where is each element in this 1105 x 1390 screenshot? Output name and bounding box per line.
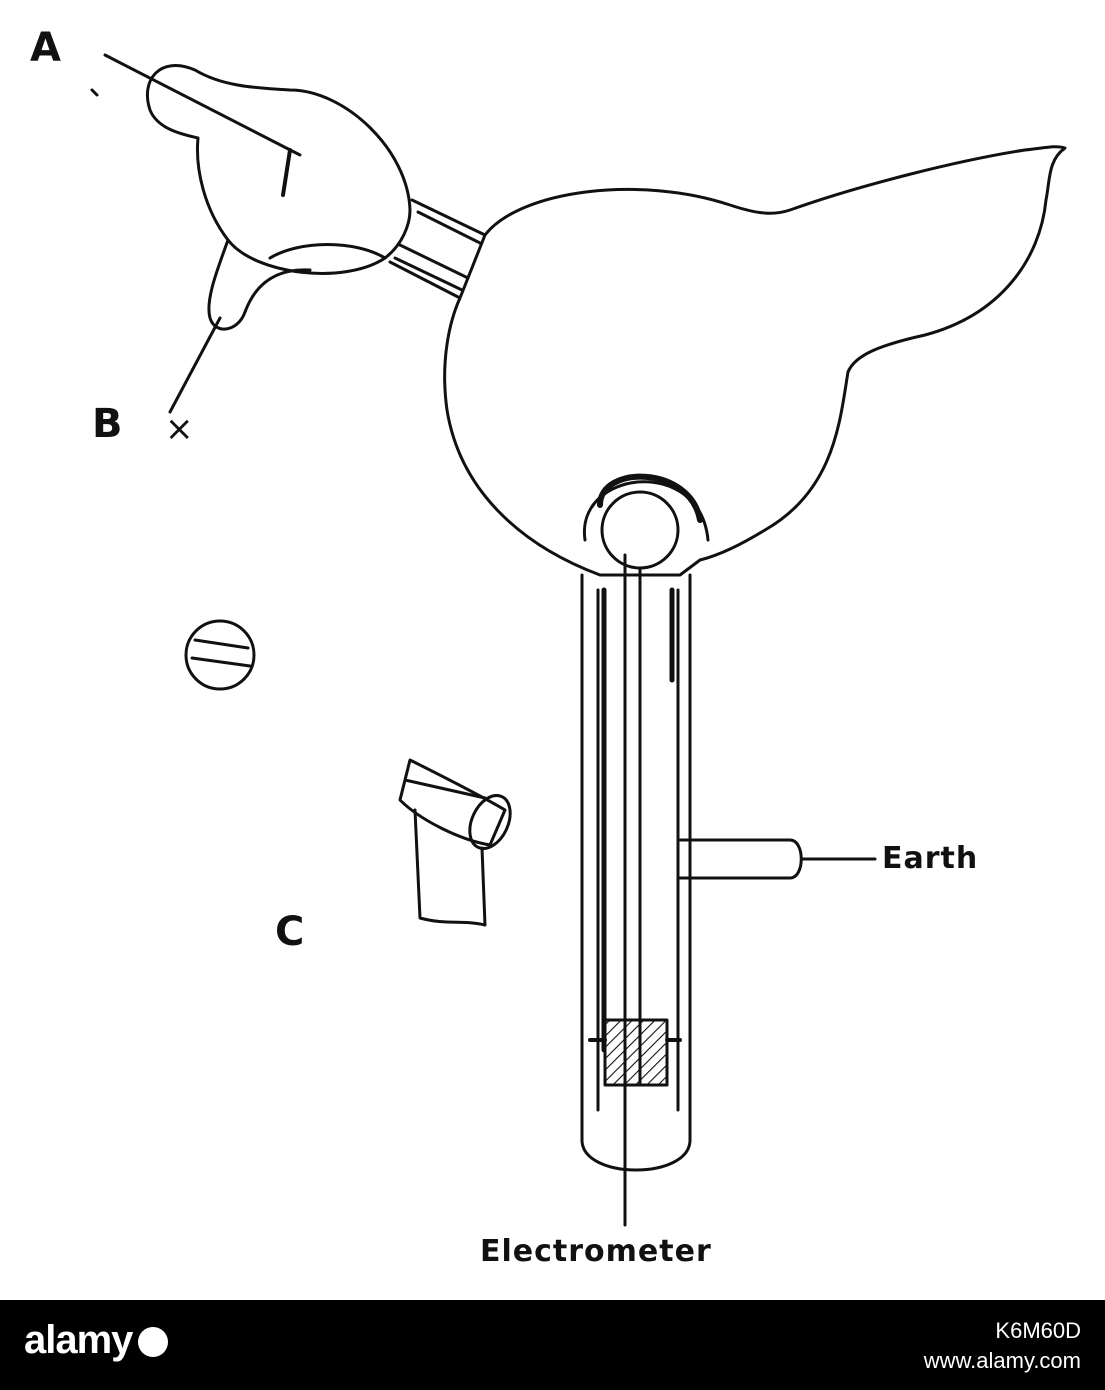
logo-circle-icon (138, 1327, 169, 1358)
brand-text: alamy (24, 1318, 133, 1362)
small-disk (184, 619, 256, 691)
stem-tube (580, 573, 692, 1172)
label-a: A (30, 25, 61, 71)
lower-side-arm (207, 238, 312, 331)
plate-a (281, 148, 292, 197)
wire-b (168, 316, 222, 414)
connecting-neck (388, 198, 487, 300)
footer-info: K6M60D www.alamy.com (924, 1316, 1081, 1376)
cylinder-c (398, 758, 507, 847)
image-id: K6M60D (995, 1318, 1081, 1343)
large-bulb (443, 145, 1067, 577)
cylinder-base (413, 808, 487, 927)
hatched-plug (603, 1018, 669, 1087)
label-earth: Earth (882, 841, 979, 876)
label-b-mark: × (165, 409, 194, 449)
label-c: C (275, 909, 305, 955)
brand-logo: alamy (24, 1318, 169, 1363)
watermark-footer: alamy K6M60D www.alamy.com (0, 1300, 1105, 1390)
label-electrometer: Electrometer (480, 1234, 712, 1269)
wire-a (103, 53, 302, 157)
site-url: www.alamy.com (923, 1348, 1081, 1373)
apparatus-diagram (90, 53, 1067, 1227)
small-bulb (145, 64, 412, 275)
small-bulb-arm-inner (268, 243, 387, 260)
earth-tube (678, 838, 803, 880)
label-b: B (92, 401, 123, 447)
stem-loop (600, 490, 680, 570)
